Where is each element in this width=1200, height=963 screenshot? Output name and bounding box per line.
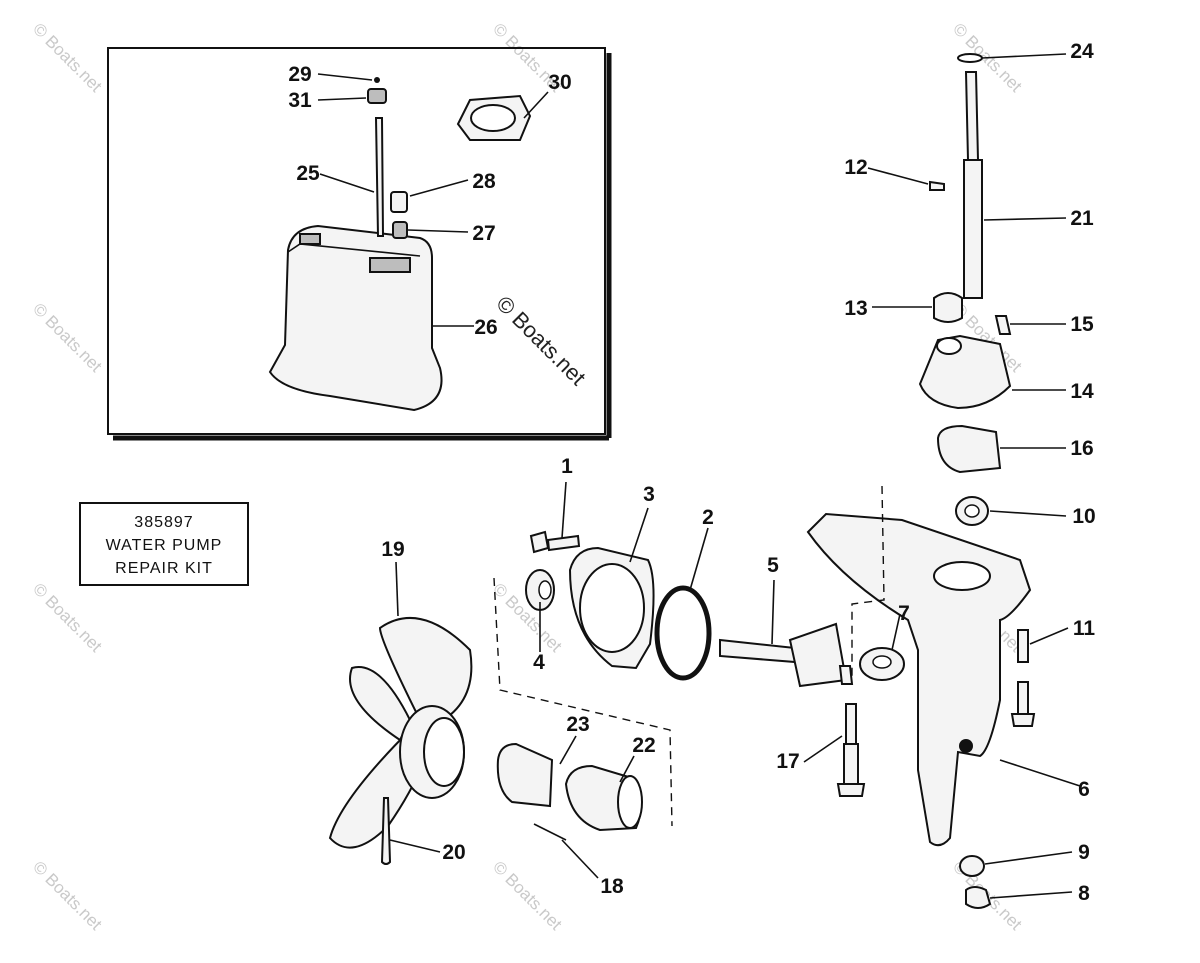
callout-30: 30 bbox=[548, 71, 571, 94]
callout-13: 13 bbox=[844, 297, 867, 320]
callout-9: 9 bbox=[1078, 841, 1090, 864]
callout-15: 15 bbox=[1070, 313, 1094, 336]
callout-14: 14 bbox=[1070, 380, 1094, 403]
callout-25: 25 bbox=[296, 162, 320, 185]
housing-port bbox=[369, 257, 411, 273]
watermark: © Boats.net bbox=[29, 299, 106, 376]
callout-19: 19 bbox=[381, 538, 404, 561]
callout-16: 16 bbox=[1070, 437, 1093, 460]
callout-10: 10 bbox=[1072, 505, 1095, 528]
callout-18: 18 bbox=[600, 875, 624, 898]
exhaust-housing bbox=[268, 224, 443, 412]
propeller bbox=[328, 616, 473, 865]
inset-frame bbox=[107, 47, 612, 441]
callout-11: 11 bbox=[1073, 617, 1096, 640]
callout-3: 3 bbox=[643, 483, 655, 506]
cotter-pin bbox=[380, 797, 392, 865]
callout-4: 4 bbox=[533, 651, 545, 674]
callout-17: 17 bbox=[776, 750, 799, 773]
callout-7: 7 bbox=[898, 602, 910, 625]
callout-26: 26 bbox=[474, 316, 497, 339]
callout-5: 5 bbox=[767, 554, 779, 577]
kit-box-frame bbox=[79, 502, 249, 586]
callout-24: 24 bbox=[1070, 40, 1094, 63]
callout-28: 28 bbox=[472, 170, 496, 193]
grommet bbox=[367, 88, 387, 104]
bushing-upper bbox=[390, 191, 408, 213]
inset-parts bbox=[268, 77, 532, 412]
callout-12: 12 bbox=[844, 156, 867, 179]
callout-6: 6 bbox=[1078, 778, 1090, 801]
kit-part-number: 385897 bbox=[134, 514, 193, 531]
watermark: © Boats.net bbox=[29, 579, 106, 656]
bushing-lower bbox=[392, 221, 408, 239]
callout-22: 22 bbox=[632, 734, 655, 757]
housing-port bbox=[299, 233, 321, 245]
callout-21: 21 bbox=[1070, 207, 1094, 230]
watermark-center: © Boats.net bbox=[491, 291, 590, 390]
kit-box: 385897 WATER PUMP REPAIR KIT bbox=[79, 502, 249, 586]
callout-20: 20 bbox=[442, 841, 465, 864]
callout-2: 2 bbox=[702, 506, 714, 529]
callout-8: 8 bbox=[1078, 882, 1090, 905]
callout-1: 1 bbox=[561, 455, 573, 478]
callout-31: 31 bbox=[288, 89, 312, 112]
callout-27: 27 bbox=[472, 222, 495, 245]
bead bbox=[374, 77, 380, 83]
gearcase-parts bbox=[493, 53, 1036, 909]
leader-lines bbox=[317, 53, 1081, 899]
callout-23: 23 bbox=[566, 713, 589, 736]
callout-29: 29 bbox=[288, 63, 311, 86]
watermark: © Boats.net bbox=[29, 857, 106, 934]
watermark: © Boats.net bbox=[29, 19, 106, 96]
kit-line-1: WATER PUMP bbox=[106, 537, 223, 554]
callout-numbers: 1 2 3 4 5 6 7 8 9 10 11 12 13 14 15 16 1… bbox=[288, 40, 1095, 905]
shift-rod bbox=[374, 117, 385, 237]
watermark: © Boats.net bbox=[489, 857, 566, 934]
kit-line-2: REPAIR KIT bbox=[115, 560, 213, 577]
